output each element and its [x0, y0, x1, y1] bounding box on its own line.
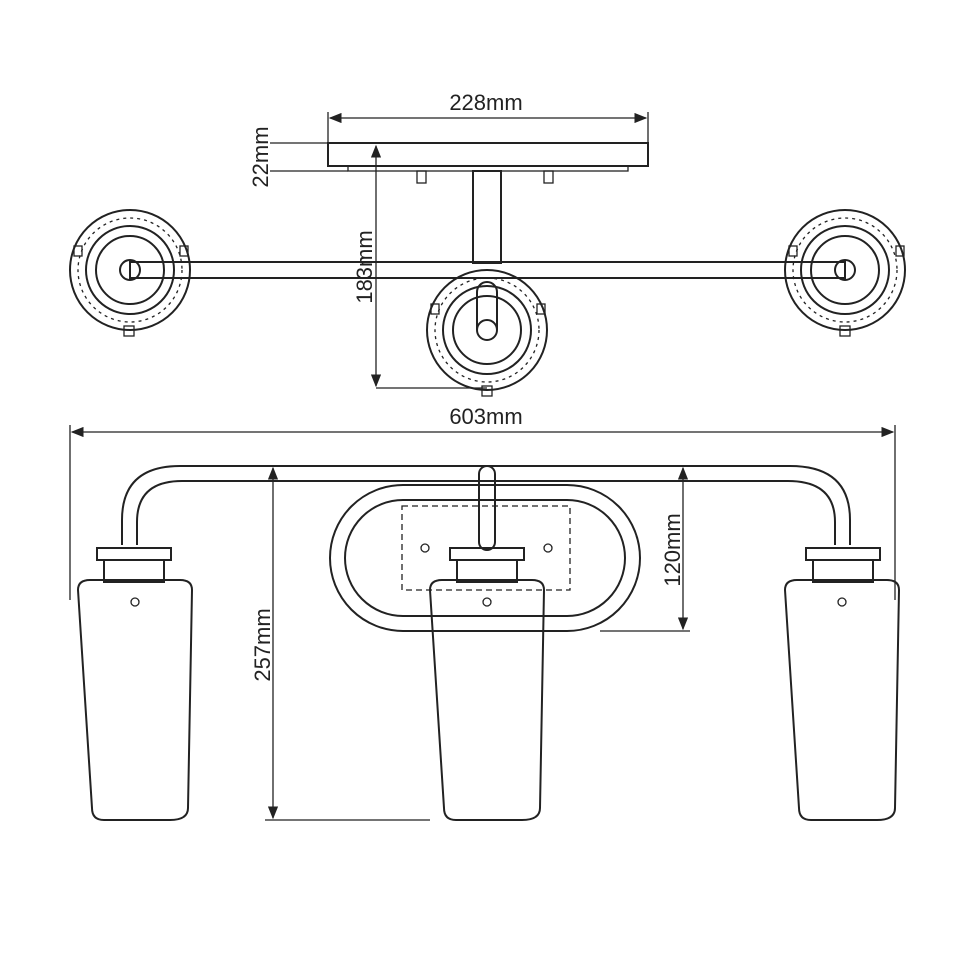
dim-label-backplate-height: 120mm	[660, 513, 685, 586]
dim-label-overall-height: 257mm	[250, 608, 275, 681]
front-view: 603mm 257mm 120mm	[69, 404, 901, 821]
plate-pin-right	[543, 170, 554, 184]
dim-label-overall-width: 603mm	[449, 404, 522, 429]
shade-right	[783, 547, 901, 821]
dim-label-plate-width: 228mm	[449, 90, 522, 115]
socket-left	[69, 209, 191, 337]
center-stem-front	[478, 465, 496, 551]
top-view: 228mm 22mm 183mm	[69, 90, 906, 397]
center-stem	[472, 170, 502, 264]
arm-inner	[136, 480, 836, 545]
backplate	[329, 484, 641, 632]
shade-left	[76, 547, 194, 821]
shade-center	[428, 547, 546, 821]
mounting-bracket	[401, 505, 571, 591]
socket-right	[784, 209, 906, 337]
dim-label-plate-depth: 22mm	[248, 126, 273, 187]
socket-center	[426, 269, 548, 397]
plate-pin-left	[416, 170, 427, 184]
dim-label-projection: 183mm	[352, 230, 377, 303]
